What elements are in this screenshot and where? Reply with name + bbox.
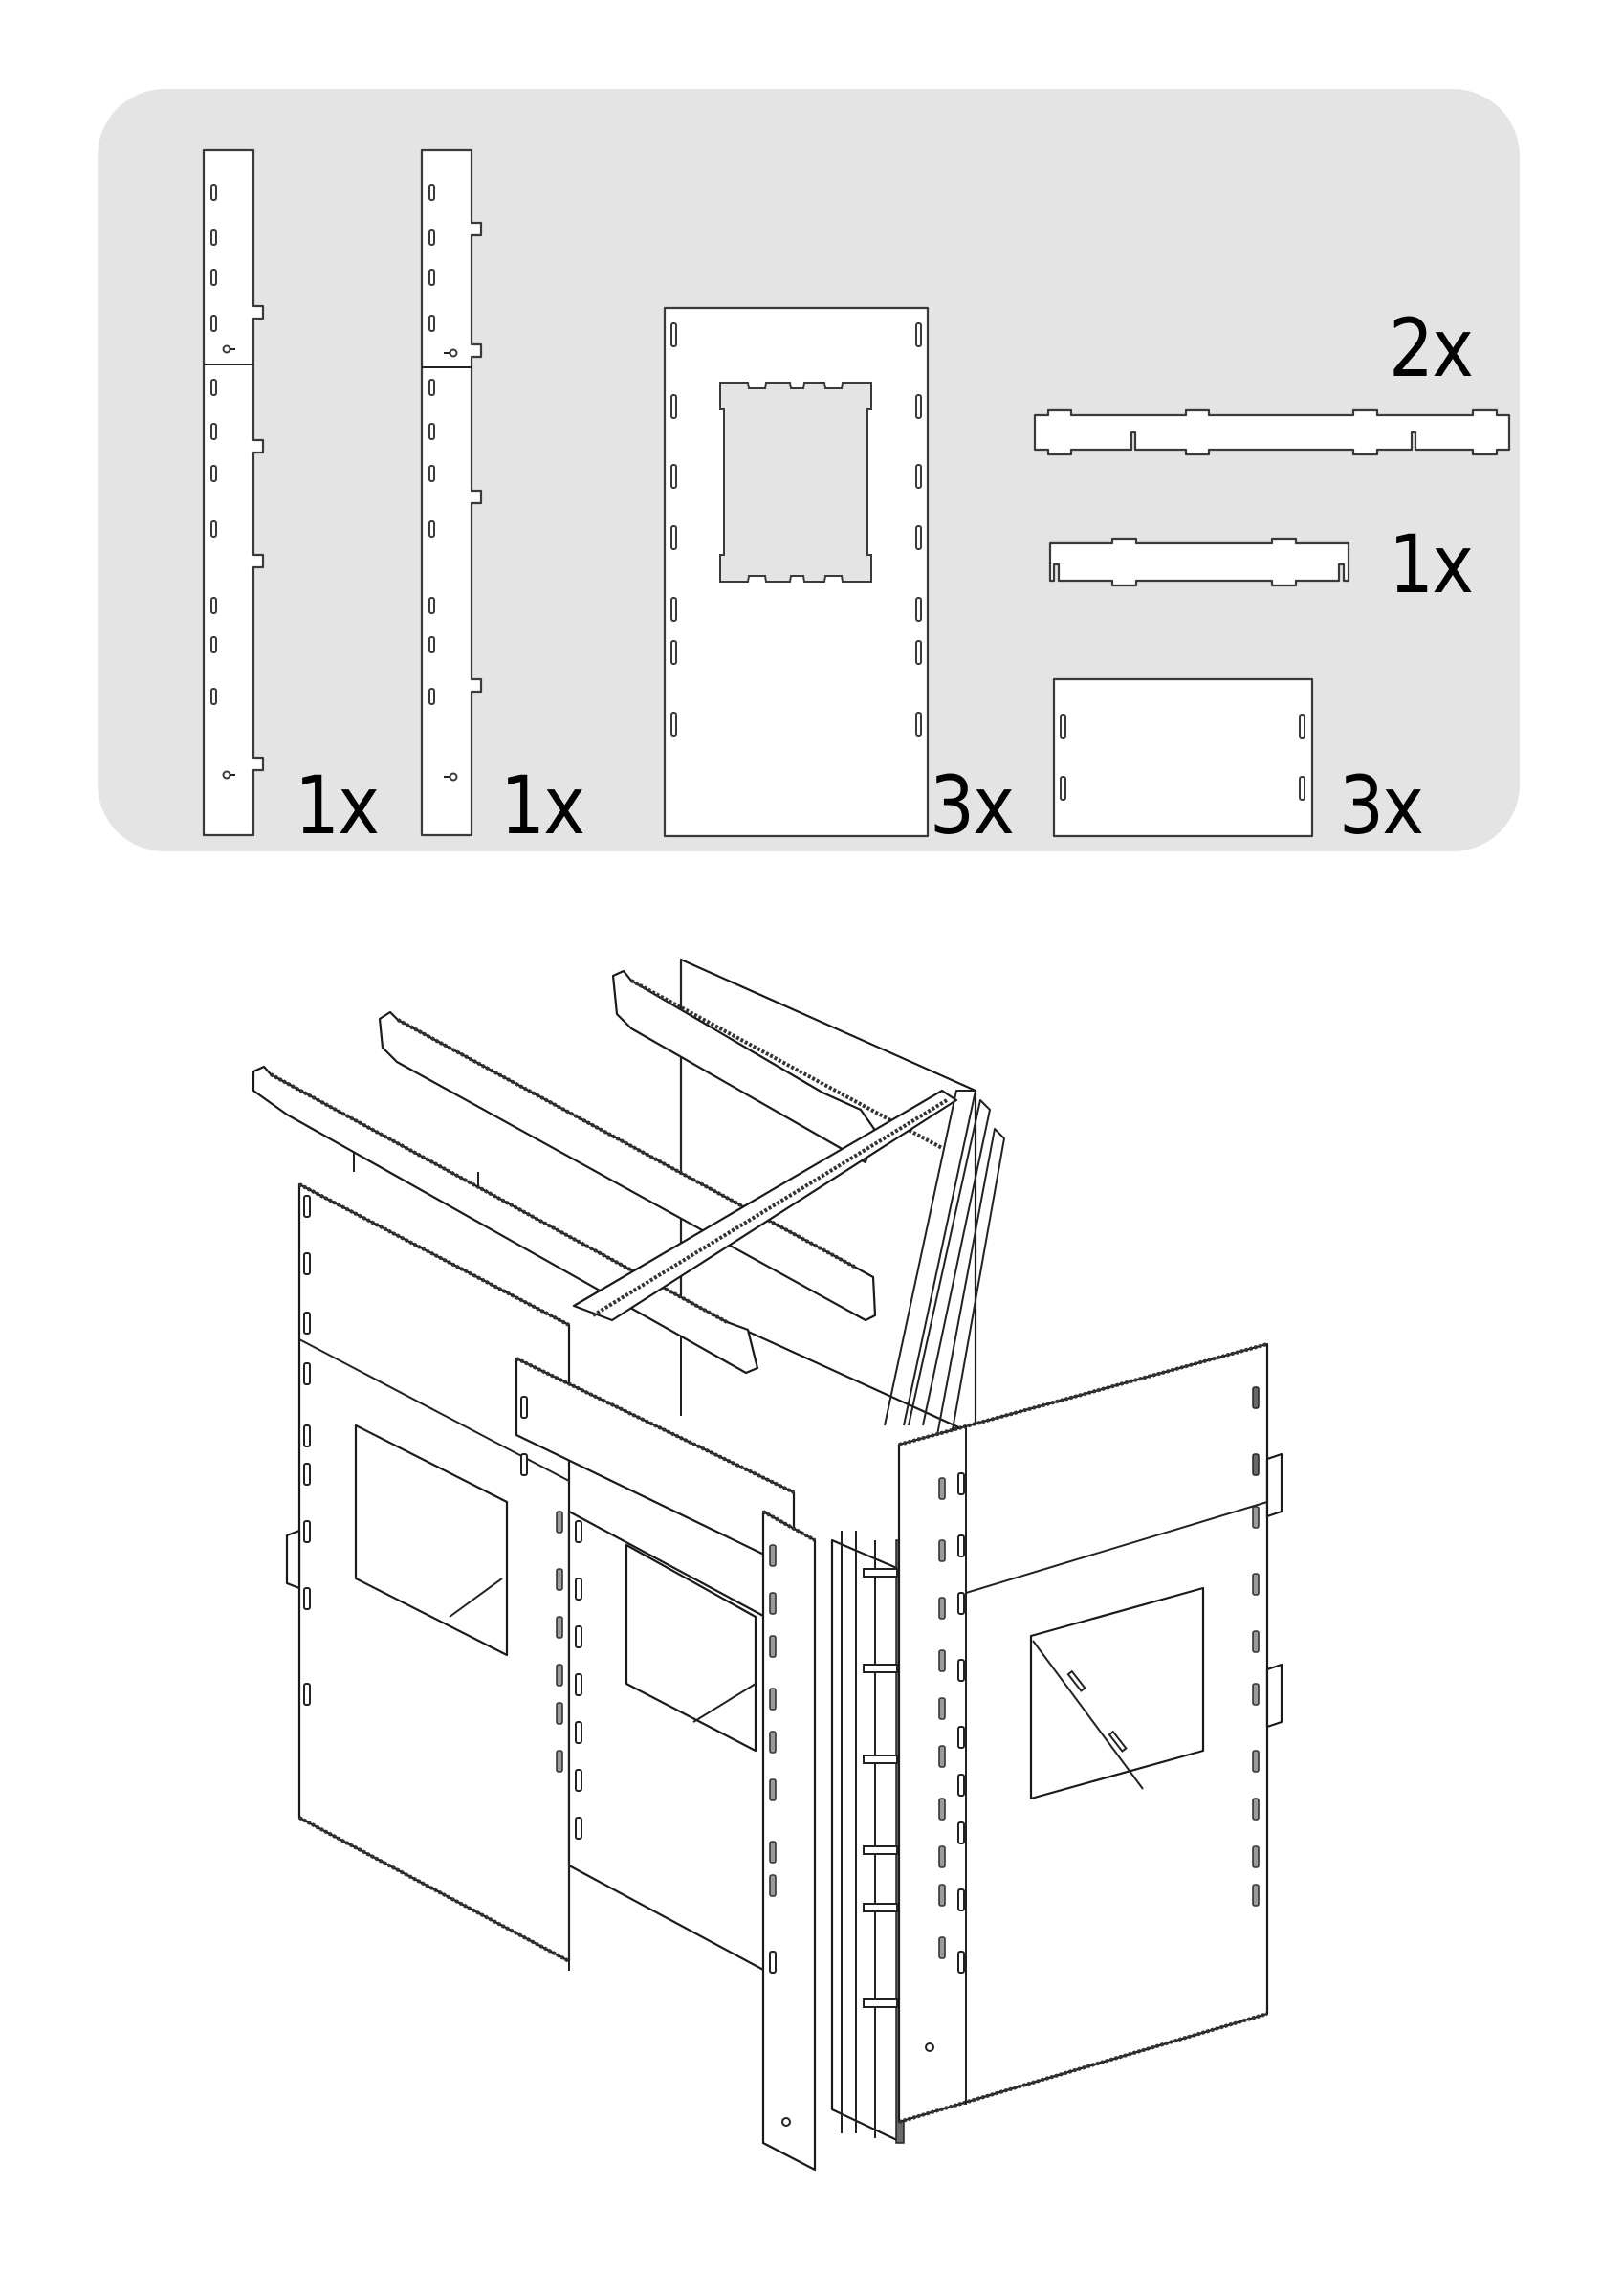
middle-window-panel (556, 1510, 767, 1973)
quantity-label-short-crossbar: 1x (1389, 518, 1474, 611)
quantity-label-side-rail-b: 1x (500, 759, 585, 852)
parts-drawings (202, 148, 1511, 838)
top-crossbars (252, 969, 958, 1375)
quantity-label-side-rail-a: 1x (295, 759, 380, 852)
long-crossbar-part (1033, 408, 1511, 456)
quantity-label-long-crossbar: 2x (1389, 301, 1474, 395)
quantity-label-window-panel: 3x (930, 759, 1015, 852)
small-panel-part (1052, 677, 1314, 838)
front-side-rail (761, 1510, 817, 2172)
window-panel-part (663, 306, 930, 838)
quantity-label-small-panel: 3x (1339, 759, 1424, 852)
left-window-panel (285, 1182, 571, 1963)
right-window-panel (897, 1342, 1283, 2124)
side-rail-a (202, 148, 265, 837)
short-crossbar-part (1048, 537, 1350, 587)
side-rail-b (420, 148, 483, 837)
